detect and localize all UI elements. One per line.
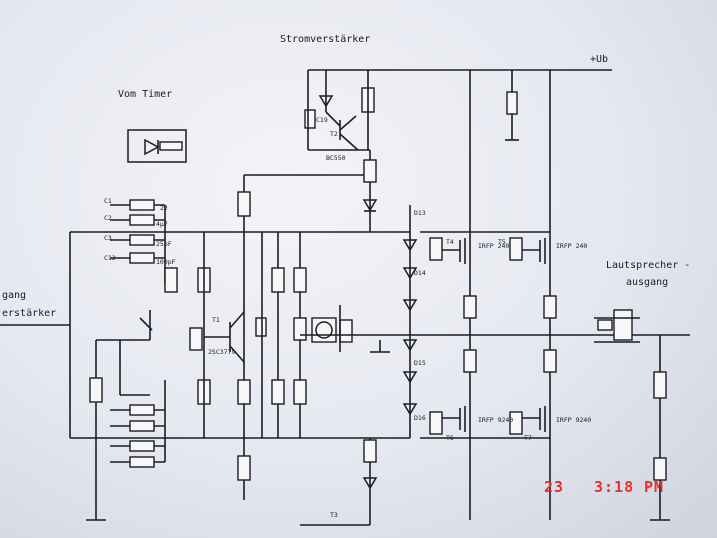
transistor-t2: C19 T2 BC550 — [304, 70, 375, 162]
cap-c3: C3 — [104, 234, 112, 242]
input-label-2: erstärker — [2, 308, 56, 319]
diode-d15: D15 — [414, 359, 426, 367]
cap-val-4u7: 4µ7 — [156, 220, 168, 228]
upper-mosfets: T4 T5 IRFP 240 IRFP 240 — [429, 237, 587, 319]
mosfet-lower-2: IRFP 9240 — [556, 416, 591, 424]
t3-label: T3 — [330, 511, 338, 519]
t2-type: BC550 — [326, 154, 346, 162]
diode-d13: D13 — [414, 209, 426, 217]
input-label-1: gang — [2, 290, 26, 301]
t2-label: T2 — [330, 130, 338, 138]
timestamp-ampm: PM — [644, 478, 664, 496]
cap-val-100: 100pF — [156, 258, 176, 266]
lower-mosfets: T6 T7 IRFP 9240 IRFP 9240 — [429, 349, 591, 442]
output-label-2: ausgang — [626, 277, 668, 288]
output-label-1: Lautsprecher - — [606, 260, 690, 271]
t1-type: 2SC3779 — [208, 348, 235, 356]
t5-label: T5 — [498, 238, 506, 246]
timer-relay — [127, 129, 187, 163]
diagram-title: Stromverstärker — [280, 34, 370, 45]
upper-capacitor-bank: C1 C2 C3 C12 22 4µ7 25pF 100pF — [104, 197, 176, 285]
cap-c12: C12 — [104, 254, 116, 262]
mosfet-upper-1: IRFP 240 — [478, 242, 509, 250]
cap-c2: C2 — [104, 214, 112, 222]
t1-label: T1 — [212, 316, 220, 324]
diode-d14: D14 — [414, 269, 426, 277]
bias-network — [293, 232, 390, 438]
lower-capacitor-bank — [110, 380, 166, 468]
timestamp-day: 23 — [544, 478, 564, 496]
mosfet-lower-1: IRFP 9240 — [478, 416, 513, 424]
t4-label: T4 — [446, 238, 454, 246]
timer-label: Vom Timer — [118, 89, 172, 100]
cap-val-22: 22 — [160, 204, 168, 212]
diode-d16: D16 — [414, 414, 426, 422]
cap-c19: C19 — [316, 116, 328, 124]
cap-c1: C1 — [104, 197, 112, 205]
timestamp-time: 3:18 — [594, 478, 634, 496]
cap-val-25: 25pF — [156, 240, 172, 248]
supply-label: +Ub — [590, 54, 608, 65]
mosfet-upper-2: IRFP 240 — [556, 242, 587, 250]
